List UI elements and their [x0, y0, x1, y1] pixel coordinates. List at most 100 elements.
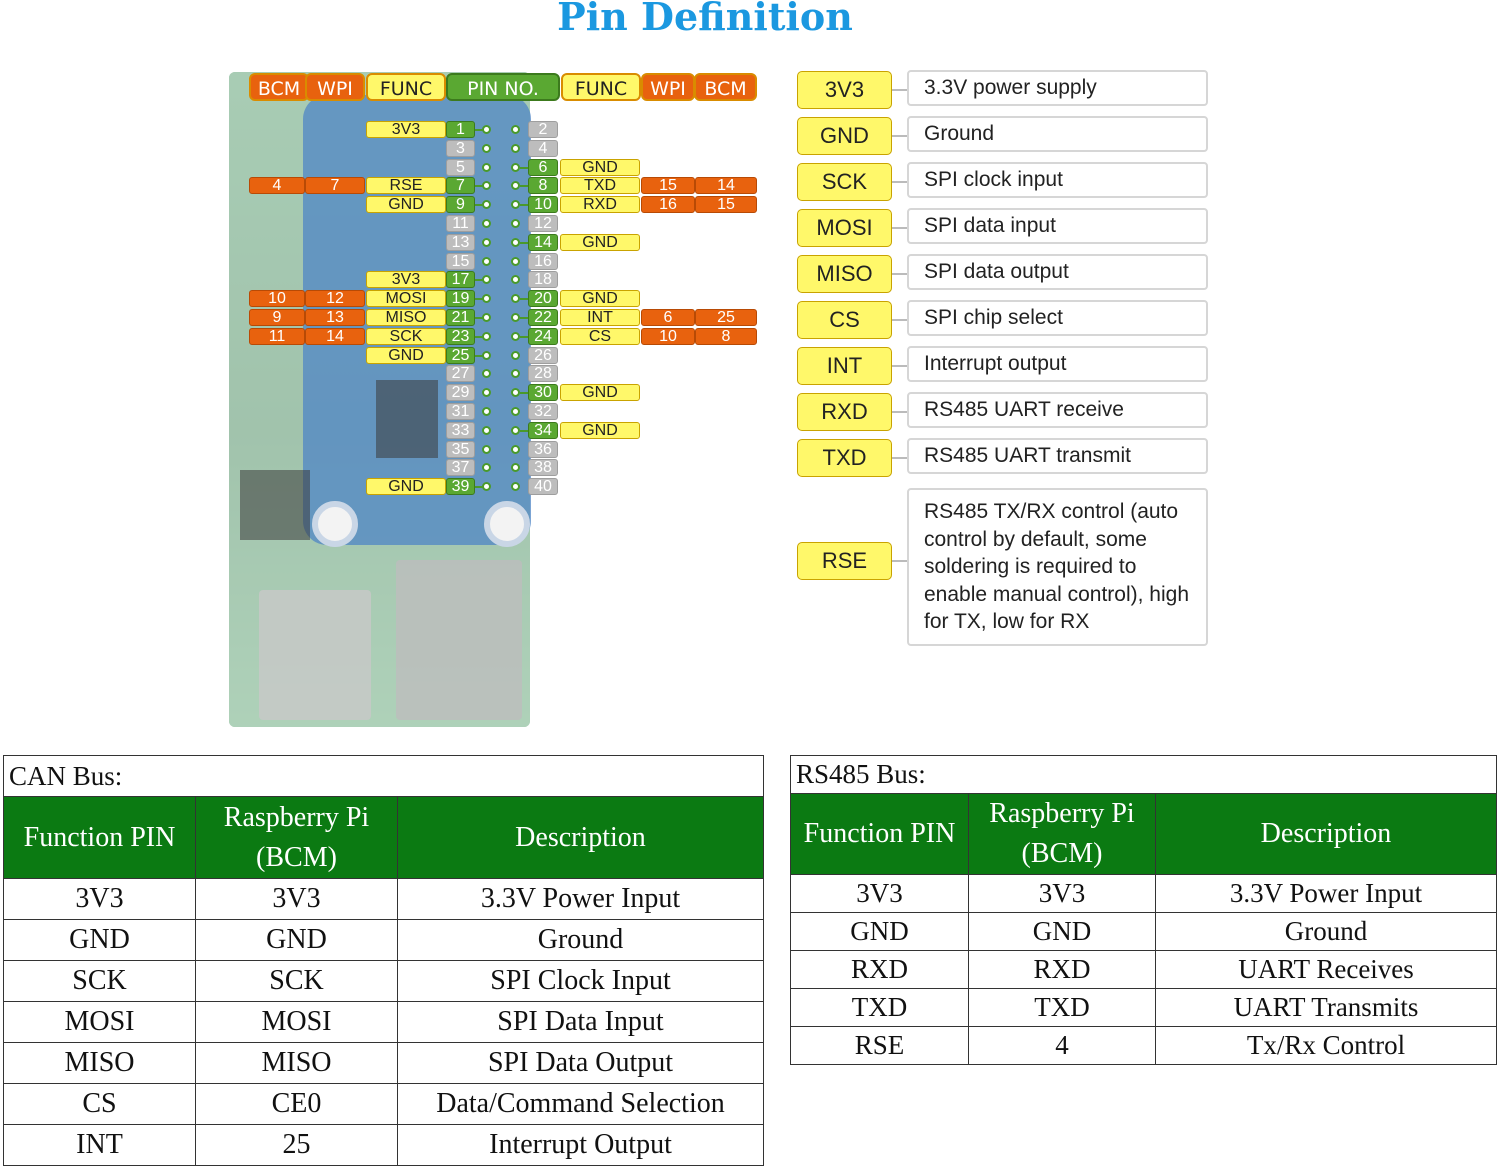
pin-dot-36	[511, 444, 520, 454]
pin-dot-9	[482, 200, 491, 210]
rs485-table-cell: Tx/Rx Control	[1155, 1026, 1497, 1065]
legend-desc-rxd: RS485 UART receive	[907, 392, 1208, 428]
pin-number-40: 40	[528, 478, 558, 496]
pin-bcm-24: 8	[695, 327, 757, 345]
pin-dot-14	[511, 237, 520, 247]
header-bcm-right: BCM	[694, 73, 757, 101]
pin-number-36: 36	[528, 440, 558, 458]
pin-func-6: GND	[560, 158, 640, 176]
pin-dot-20	[511, 294, 520, 304]
can-table-cell: SPI Data Input	[397, 1001, 764, 1043]
pin-func-1: 3V3	[366, 121, 446, 138]
legend-key-gnd: GND	[797, 117, 892, 155]
pin-dot-7	[482, 181, 491, 191]
legend-key-rxd: RXD	[797, 393, 892, 431]
pin-func-23: SCK	[366, 327, 446, 345]
pin-dot-40	[511, 482, 520, 492]
pin-wpi-8: 15	[641, 177, 695, 195]
pin-dot-33	[482, 425, 491, 435]
legend-desc-3v3: 3.3V power supply	[907, 70, 1208, 106]
rs485-table-cell: 3.3V Power Input	[1155, 874, 1497, 913]
pin-func-21: MISO	[366, 309, 446, 326]
pin-func-10: RXD	[560, 196, 640, 214]
pin-func-17: 3V3	[366, 271, 446, 289]
rs485-table-cell: 3V3	[968, 874, 1156, 913]
pin-dot-21	[482, 313, 491, 322]
pin-link-7	[475, 185, 483, 188]
pin-link-1	[475, 129, 483, 131]
pin-number-20: 20	[528, 290, 558, 308]
header-func-right: FUNC	[561, 73, 641, 101]
pin-number-6: 6	[528, 158, 558, 176]
rs485-table-cell: RXD	[968, 950, 1156, 989]
can-table-cell: SPI Clock Input	[397, 960, 764, 1002]
legend-key-mosi: MOSI	[797, 209, 892, 247]
pin-number-34: 34	[528, 421, 558, 439]
pin-dot-25	[482, 350, 491, 360]
pin-number-29: 29	[446, 384, 475, 402]
pin-number-24: 24	[528, 327, 558, 345]
pin-dot-28	[511, 369, 520, 379]
pin-dot-32	[511, 407, 520, 416]
pin-number-31: 31	[446, 403, 475, 420]
pin-link-10	[520, 204, 528, 207]
pin-bcm-22: 25	[695, 309, 757, 326]
pin-func-25: GND	[366, 346, 446, 364]
pin-link-20	[520, 298, 528, 301]
pin-func-24: CS	[560, 327, 640, 345]
legend-desc-txd: RS485 UART transmit	[907, 438, 1208, 474]
can-table-cell: CE0	[195, 1083, 398, 1125]
pin-dot-11	[482, 219, 491, 228]
pin-link-39	[475, 486, 483, 489]
pin-wpi-22: 6	[641, 309, 695, 326]
pin-number-30: 30	[528, 384, 558, 402]
legend-desc-miso: SPI data output	[907, 254, 1208, 290]
rs485-table-cell: RSE	[790, 1026, 969, 1065]
pin-bcm-10: 15	[695, 196, 757, 214]
pin-number-8: 8	[528, 177, 558, 195]
legend-key-cs: CS	[797, 301, 892, 339]
legend-key-3v3: 3V3	[797, 71, 892, 109]
ethernet-port-image	[396, 560, 522, 720]
pin-dot-3	[482, 143, 491, 153]
pin-dot-15	[482, 256, 491, 266]
pin-wpi-7: 7	[305, 177, 365, 195]
pin-number-21: 21	[446, 309, 475, 326]
legend-connector	[892, 411, 907, 413]
legend-connector	[892, 457, 907, 459]
legend-key-sck: SCK	[797, 163, 892, 201]
pin-bcm-8: 14	[695, 177, 757, 195]
pin-dot-29	[482, 388, 491, 398]
pin-dot-5	[482, 162, 491, 172]
can-table-cell: CS	[3, 1083, 196, 1125]
pin-number-22: 22	[528, 309, 558, 326]
pin-link-34	[520, 429, 528, 432]
pin-func-22: INT	[560, 309, 640, 326]
pin-dot-22	[511, 313, 520, 322]
can-table-cell: 25	[195, 1124, 398, 1166]
pin-func-7: RSE	[366, 177, 446, 195]
pin-number-3: 3	[446, 139, 475, 157]
header-bcm-left: BCM	[249, 73, 309, 101]
pin-number-17: 17	[446, 271, 475, 289]
header-wpi-right: WPI	[641, 73, 695, 101]
pin-dot-37	[482, 463, 491, 473]
pin-dot-23	[482, 331, 491, 341]
legend-key-rse: RSE	[797, 542, 892, 580]
can-table-cell: Data/Command Selection	[397, 1083, 764, 1125]
pin-func-19: MOSI	[366, 290, 446, 308]
pin-number-1: 1	[446, 121, 475, 138]
pin-bcm-23: 11	[249, 327, 305, 345]
pin-dot-1	[482, 125, 491, 134]
pin-link-23	[475, 335, 483, 338]
rs485-header-raspberry-pi: Raspberry Pi (BCM)	[968, 793, 1156, 875]
legend-connector	[892, 319, 907, 321]
pin-link-8	[520, 185, 528, 188]
rs485-table-cell: UART Transmits	[1155, 988, 1497, 1027]
can-table-cell: SCK	[3, 960, 196, 1002]
